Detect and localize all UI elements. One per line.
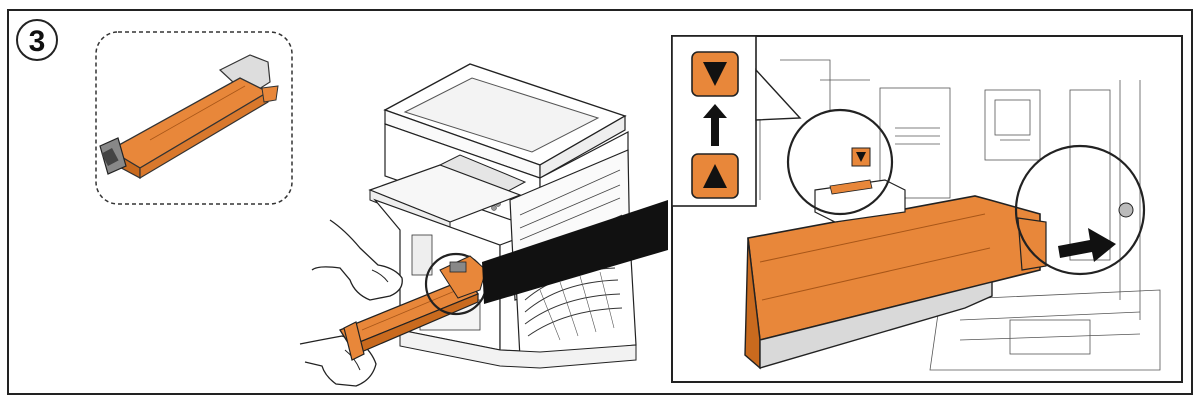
hands-with-cartridge	[299, 219, 488, 387]
printer-internals	[759, 59, 1161, 371]
up-arrow-icon	[703, 104, 727, 146]
drum-cartridge-icon	[99, 54, 279, 180]
cartridge-detail-icon	[744, 179, 1047, 370]
outer-frame	[7, 9, 1193, 395]
right-arrow-icon	[1058, 228, 1116, 262]
detail-panel	[671, 35, 1183, 383]
up-triangle-icon	[703, 164, 727, 188]
zoom-beam	[482, 200, 668, 304]
step-number: 3	[29, 25, 46, 58]
cartridge-inset	[95, 31, 293, 205]
push-zoom-circle	[1014, 144, 1146, 276]
marker-zoom-circle	[786, 108, 894, 216]
down-triangle-icon	[703, 62, 727, 86]
step-badge: 3	[16, 19, 58, 61]
